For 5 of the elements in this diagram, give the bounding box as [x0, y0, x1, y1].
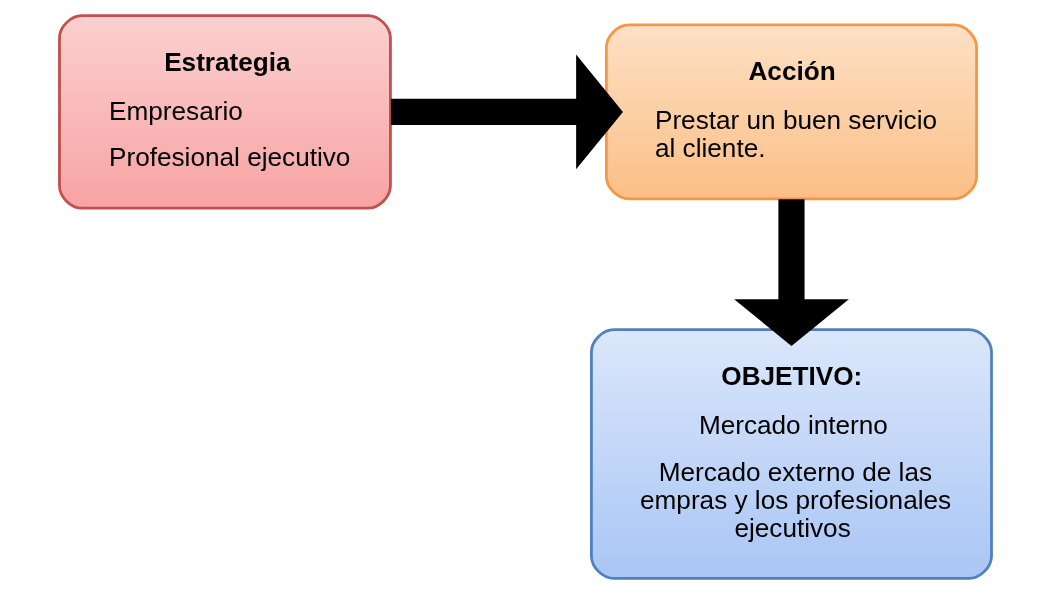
node-box: Estrategia Empresario Profesional ejecutivo	[58, 14, 392, 210]
node-box: OBJETIVO: Mercado interno Mercado externo de las empras y los profesionales ejecutivos	[590, 328, 993, 580]
arrow	[734, 199, 849, 346]
arrow	[390, 54, 623, 170]
node-box: Acción Prestar un buen servicio al cliente.	[604, 23, 978, 201]
